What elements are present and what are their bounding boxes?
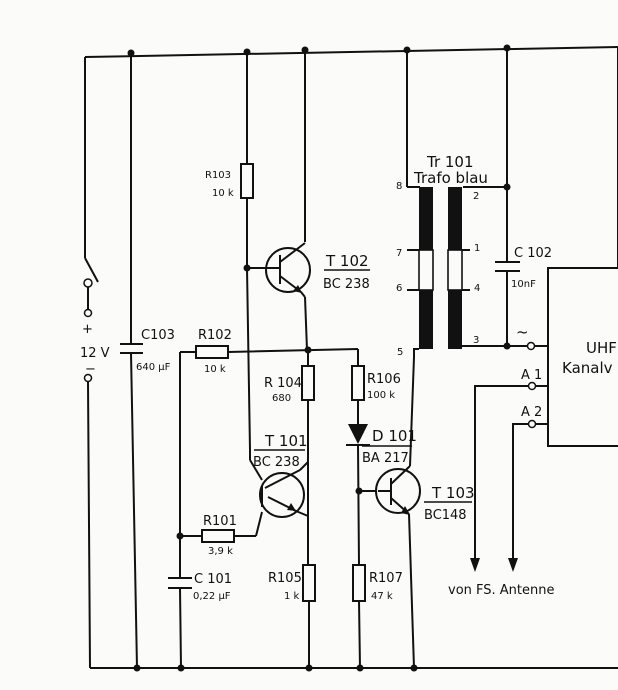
uhf-module-line2: Kanalv bbox=[562, 359, 613, 377]
t102-type: BC 238 bbox=[323, 277, 370, 292]
junction-dots bbox=[127, 44, 511, 672]
tr101-name: Tr 101 bbox=[426, 153, 474, 171]
wire-r107 bbox=[358, 600, 361, 669]
c101-name: C 101 bbox=[194, 572, 232, 587]
r104-name: R 104 bbox=[264, 376, 302, 391]
wire-a1 bbox=[474, 385, 548, 560]
r105-name: R105 bbox=[268, 571, 302, 586]
wire-tr101-left bbox=[406, 50, 420, 188]
c103-value: 640 µF bbox=[136, 362, 171, 373]
tr101-pin-5: 5 bbox=[397, 347, 403, 358]
t103-emitter-arrow bbox=[401, 506, 410, 515]
c102-value: 10nF bbox=[511, 279, 536, 290]
r106-name: R106 bbox=[367, 372, 401, 387]
tr101-desc: Trafo blau bbox=[413, 169, 488, 187]
supply-minus-label: − bbox=[85, 362, 96, 377]
supply-plus-label: + bbox=[82, 322, 93, 337]
terminal-a1-label: A 1 bbox=[521, 368, 542, 383]
t103-symbol bbox=[378, 465, 411, 515]
terminal-ac bbox=[526, 341, 536, 351]
tr101-pin-7: 7 bbox=[396, 248, 402, 259]
wire-tr101-pins bbox=[407, 249, 527, 357]
resistor-r104 bbox=[301, 365, 315, 401]
terminal-a1 bbox=[527, 381, 537, 391]
antenna-arrow-2 bbox=[508, 558, 518, 572]
uhf-module-line1: UHF bbox=[586, 339, 617, 357]
wire-t102-emitter bbox=[304, 296, 308, 351]
antenna-arrow-1 bbox=[470, 558, 480, 572]
d101-name: D 101 bbox=[372, 427, 417, 445]
r103-value: 10 k bbox=[212, 188, 234, 199]
t101-type: BC 238 bbox=[253, 455, 300, 470]
t102-name: T 102 bbox=[325, 252, 369, 270]
c101-value: 0,22 µF bbox=[193, 591, 231, 602]
transformer-tr101-core-left bbox=[418, 249, 434, 291]
capacitor-c101 bbox=[168, 536, 192, 669]
uhf-module bbox=[547, 267, 618, 447]
resistor-r101 bbox=[201, 529, 235, 543]
supply-voltage-label: 12 V bbox=[80, 346, 110, 361]
r101-value: 3,9 k bbox=[208, 546, 233, 557]
t101-symbol bbox=[249, 459, 309, 537]
t102-emitter-arrow bbox=[293, 285, 302, 293]
r107-value: 47 k bbox=[371, 591, 393, 602]
tr101-pin-8: 8 bbox=[396, 181, 402, 192]
antenna-label: von FS. Antenne bbox=[448, 583, 555, 598]
r105-value: 1 k bbox=[284, 591, 300, 602]
capacitor-c102 bbox=[495, 187, 520, 346]
r104-value: 680 bbox=[272, 393, 291, 404]
wire-t101-emitter bbox=[249, 450, 309, 565]
resistor-r102 bbox=[195, 345, 229, 359]
terminal-a2-label: A 2 bbox=[521, 405, 542, 420]
t102-symbol bbox=[262, 242, 306, 298]
c103-name: C103 bbox=[141, 328, 175, 343]
wire-r102 bbox=[180, 348, 359, 353]
r102-value: 10 k bbox=[204, 364, 226, 375]
transistor-t103 bbox=[375, 468, 421, 514]
capacitor-c103 bbox=[120, 53, 143, 669]
t101-name: T 101 bbox=[264, 432, 308, 450]
c102-name: C 102 bbox=[514, 246, 552, 261]
wire-tr101-right bbox=[463, 48, 508, 188]
tr101-pin-6: 6 bbox=[396, 283, 402, 294]
tr101-pin-4: 4 bbox=[474, 283, 480, 294]
wire-r103-down bbox=[246, 198, 262, 451]
diode-d101 bbox=[348, 424, 368, 444]
resistor-r105 bbox=[302, 564, 316, 602]
transformer-tr101-core-right bbox=[447, 249, 463, 291]
r107-name: R107 bbox=[369, 571, 403, 586]
r101-name: R101 bbox=[203, 514, 237, 529]
transistor-t102 bbox=[265, 247, 311, 293]
t103-name: T 103 bbox=[431, 484, 475, 502]
terminal-ac-label: ~ bbox=[516, 323, 529, 341]
r102-name: R102 bbox=[198, 328, 232, 343]
terminal-a2 bbox=[527, 419, 537, 429]
resistor-r107 bbox=[352, 564, 366, 602]
r106-value: 100 k bbox=[367, 390, 395, 401]
d101-type: BA 217 bbox=[362, 451, 409, 466]
t103-type: BC148 bbox=[424, 508, 467, 523]
tr101-pin-1: 1 bbox=[474, 243, 480, 254]
resistor-r106 bbox=[351, 365, 365, 401]
resistor-r103 bbox=[240, 163, 254, 199]
t101-emitter-arrow bbox=[287, 503, 296, 511]
tr101-pin-3: 3 bbox=[473, 335, 479, 346]
top-rail bbox=[84, 46, 618, 58]
wire-t103 bbox=[408, 356, 415, 669]
supply-switch bbox=[83, 57, 99, 669]
tr101-pin-2: 2 bbox=[473, 191, 479, 202]
wire-a2 bbox=[512, 423, 548, 560]
r103-name: R103 bbox=[205, 170, 231, 181]
